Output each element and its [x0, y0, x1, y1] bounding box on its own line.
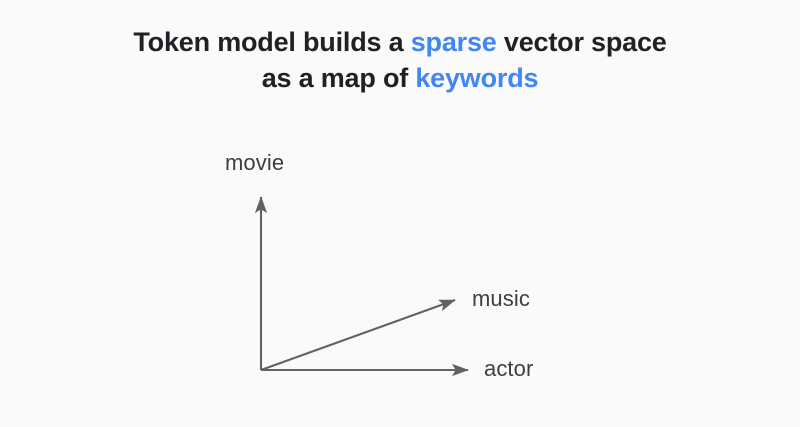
vector-space-diagram: movie music actor [180, 140, 620, 410]
page-title: Token model builds a sparse vector space… [0, 24, 800, 96]
title-segment-text: as a map of [261, 63, 416, 93]
title-segment-text: vector space [496, 27, 667, 57]
title-line-1: Token model builds a sparse vector space [0, 24, 800, 60]
title-accent-sparse: sparse [410, 27, 497, 57]
axis-label-actor: actor [484, 356, 534, 381]
diagram-axes-svg [254, 196, 469, 377]
axis-label-music: music [472, 286, 530, 311]
axis-label-movie: movie [225, 150, 285, 175]
axis-arrow-music [260, 299, 456, 371]
title-accent-keywords: keywords [415, 63, 539, 93]
title-segment-text: Token model builds a [133, 27, 411, 57]
title-line-2: as a map of keywords [0, 60, 800, 96]
